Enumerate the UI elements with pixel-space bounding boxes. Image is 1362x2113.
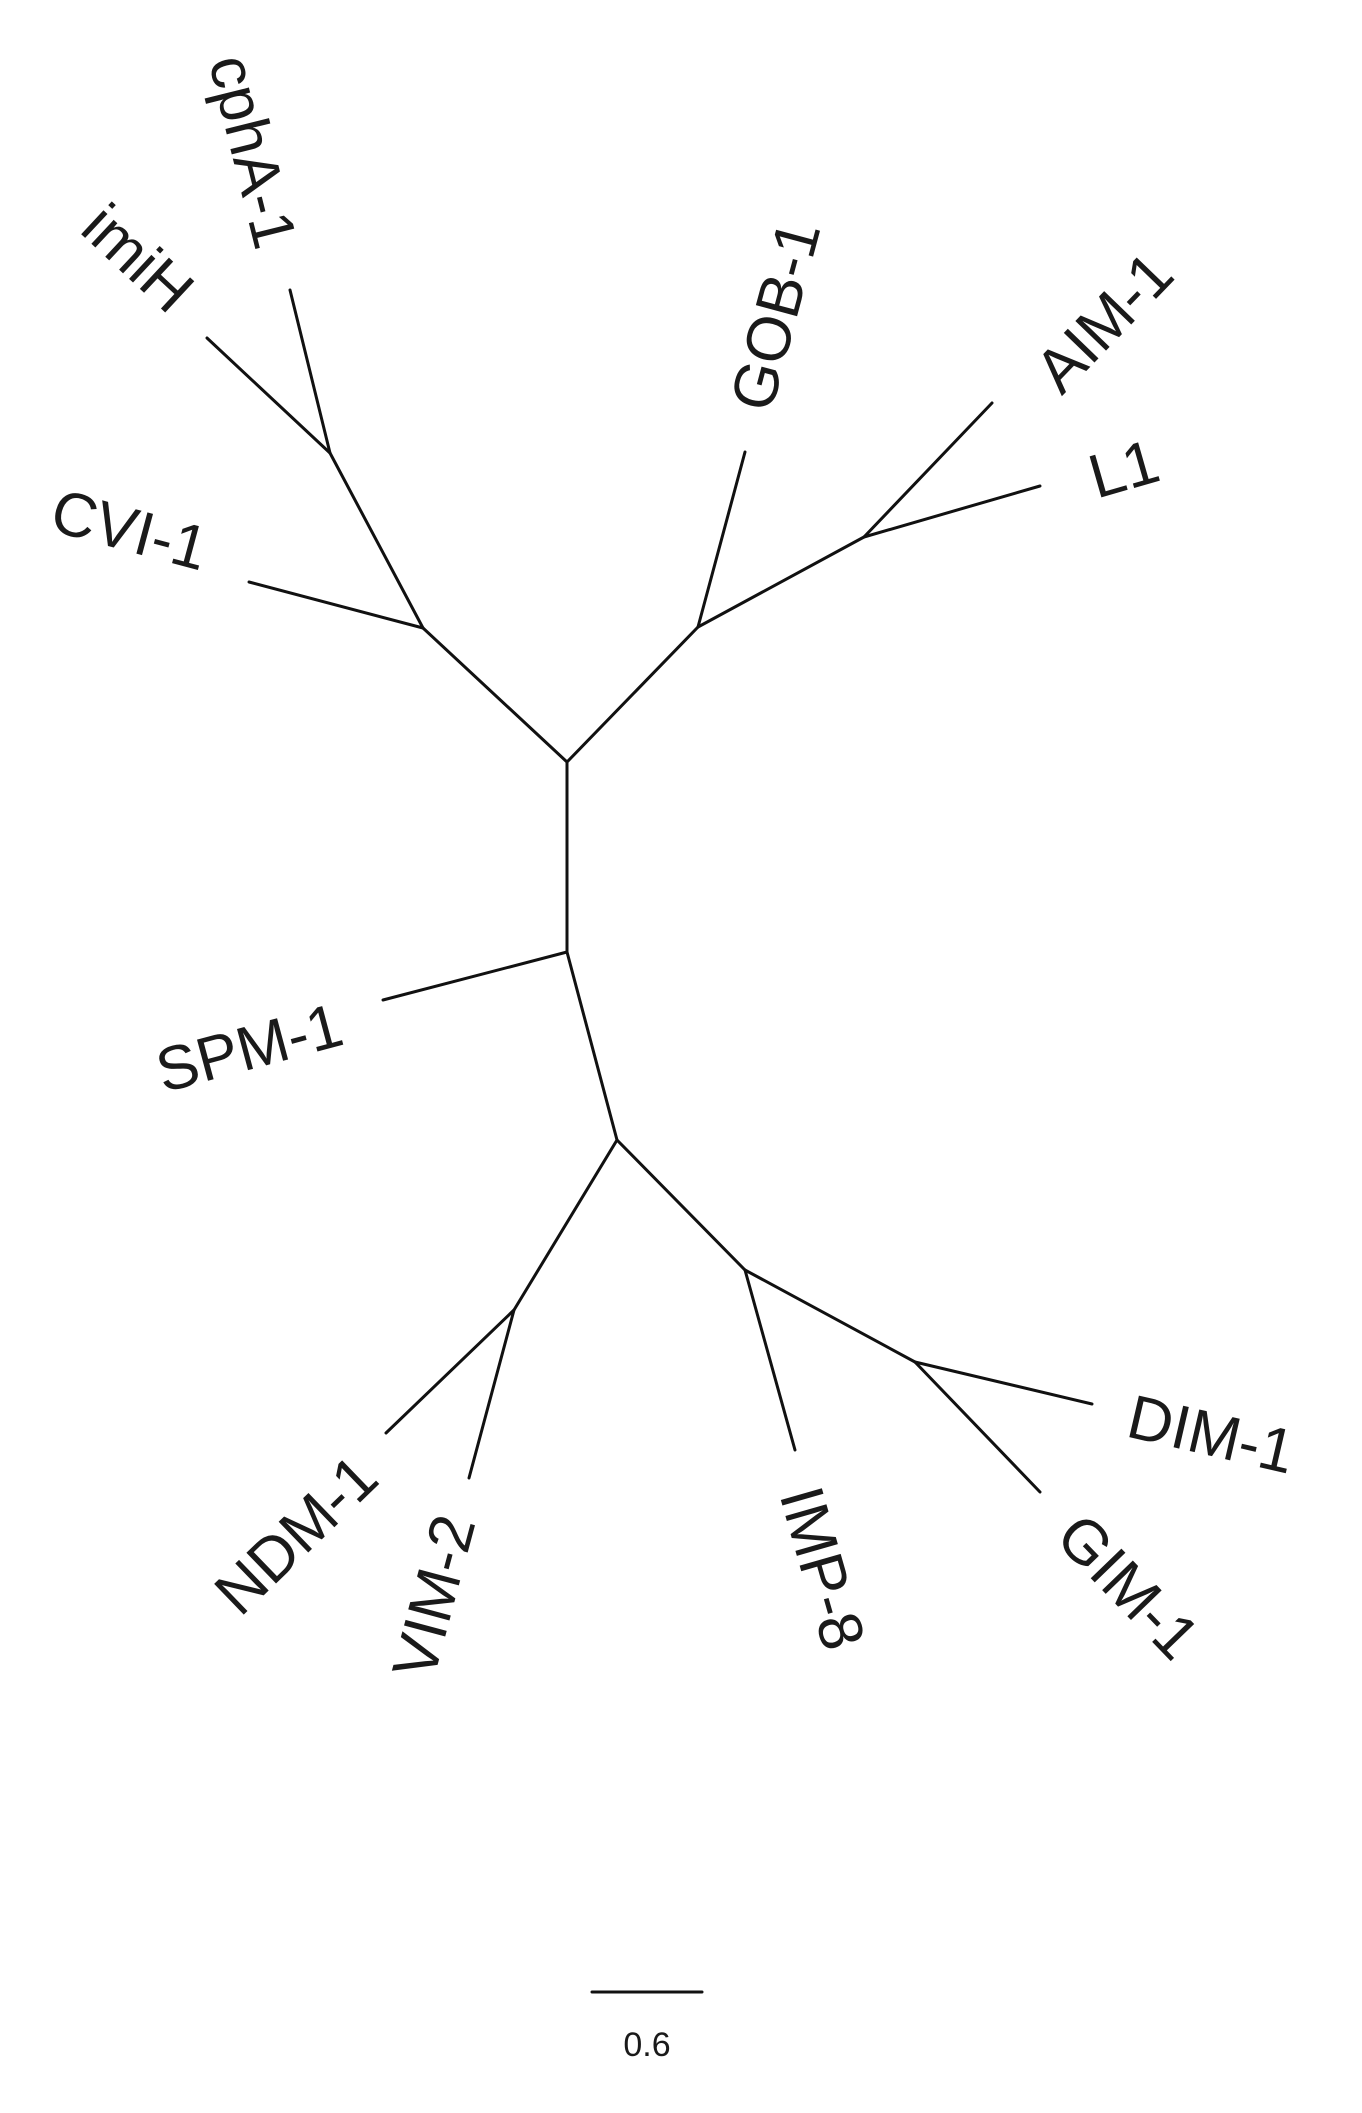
branch-lower-node-to-vim-node	[512, 1138, 619, 1312]
leaf-label-spm-1: SPM-1	[149, 991, 350, 1107]
branch-root-to-gob-node	[565, 625, 700, 764]
branch-spm-node-to-lower-node	[565, 950, 619, 1142]
scale-bar-label: 0.6	[623, 2026, 670, 2064]
branch-gim-1	[913, 1360, 1042, 1494]
branch-cpha-1	[288, 288, 332, 455]
branch-spm-1	[381, 950, 569, 1002]
leaf-label-aim-1: AIM-1	[1022, 239, 1187, 406]
leaf-label-gob-1: GOB-1	[718, 214, 835, 418]
branch-gob-node-to-aim-node	[696, 535, 866, 629]
branch-gob-1	[696, 450, 747, 629]
leaf-label-cvi-1: CVI-1	[44, 477, 215, 585]
branch-imp-8	[743, 1268, 797, 1452]
leaf-label-gim-1: GIM-1	[1043, 1501, 1212, 1673]
branch-l1	[862, 484, 1042, 539]
leaf-label-l1: L1	[1081, 427, 1166, 512]
clade-lower-right	[615, 1138, 1094, 1494]
leaf-label-ndm-1: NDM-1	[202, 1442, 391, 1628]
branch-cvi-node-to-imih-node	[328, 451, 425, 630]
branch-imp-node-to-dim-node	[743, 1268, 917, 1364]
clade-upper-right	[565, 401, 1042, 764]
leaf-label-vim-2: VIM-2	[380, 1508, 489, 1686]
scale-bar: 0.6	[590, 1990, 704, 2064]
leaf-label-imp-8: IMP-8	[766, 1479, 878, 1657]
branch-aim-1	[862, 401, 994, 539]
leaf-label-imih: imiH	[69, 191, 207, 326]
branch-root-to-cvi-node	[421, 626, 569, 764]
clade-upper-left	[205, 288, 569, 764]
leaf-label-dim-1: DIM-1	[1121, 1382, 1301, 1487]
backbone	[381, 760, 619, 1142]
branch-dim-1	[913, 1360, 1094, 1406]
branch-ndm-1	[384, 1308, 516, 1435]
branch-cvi-1	[247, 580, 425, 630]
branch-lower-node-to-imp-node	[615, 1138, 747, 1272]
clade-lower-left	[384, 1138, 619, 1480]
branch-vim-2	[467, 1308, 516, 1480]
leaf-label-cpha-1: cphA-1	[195, 48, 309, 255]
branch-imih	[205, 336, 332, 455]
